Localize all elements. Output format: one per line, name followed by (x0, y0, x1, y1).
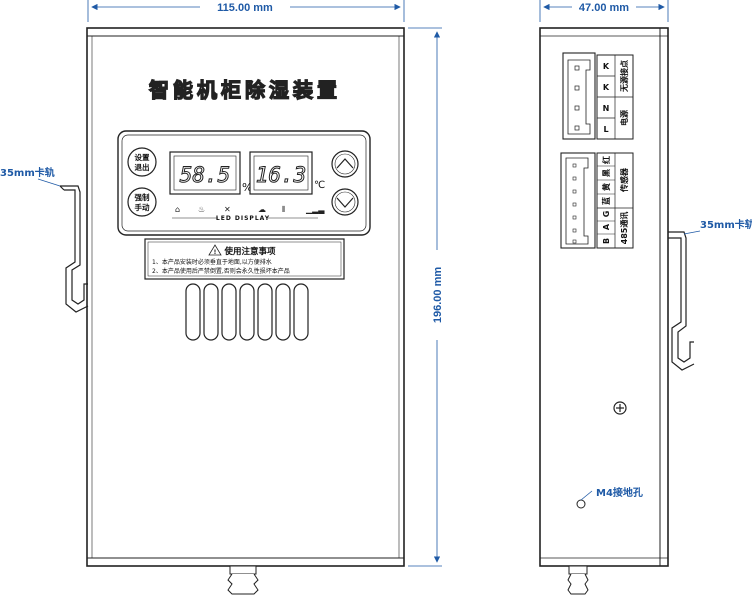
down-button[interactable] (331, 188, 359, 216)
width-dimension-side: 47.00 mm (539, 0, 669, 22)
height-dimension: 196.00 mm (408, 27, 444, 567)
ground-hole-label: M4接地孔 (596, 486, 643, 499)
notice-box: ! 使用注意事项 1、本产品安装时必须垂直于地面,以方便排水 2、本产品使用后严… (144, 238, 345, 280)
status-icon-4: ☁ (258, 205, 266, 214)
terminal-dry-contact: 无源接点 (619, 60, 629, 93)
set-button-line1: 设置 (135, 152, 150, 162)
vent-slots (185, 283, 309, 341)
width-dimension-front: 115.00 mm (87, 0, 405, 22)
up-button[interactable] (331, 150, 359, 178)
wire-black: 黑 (601, 169, 611, 177)
din-rail-clip-side (668, 231, 695, 371)
chevron-up-icon (336, 158, 354, 169)
side-view: 47.00 mm K K N L 无源接点 电源 (539, 0, 752, 595)
humidity-display (169, 151, 241, 195)
sensor-terminal-block: 红 黑 黄 蓝 G A B 传感器 485通讯 (560, 152, 634, 249)
heater-icon: ⦀ (282, 205, 286, 214)
status-icon-2: ♨ (198, 205, 205, 214)
temperature-display (249, 151, 313, 195)
signal-icon: ▁▂▃ (305, 205, 325, 214)
ground-hole (576, 499, 586, 509)
set-button-line2: 退出 (135, 162, 150, 172)
terminal-a: A (602, 223, 611, 230)
notice-line1: 1、本产品安装时必须垂直于地面,以方便排水 (152, 258, 272, 266)
device-title: 智能机柜除湿装置 (149, 78, 341, 102)
led-display-label: LED DISPLAY (216, 215, 270, 222)
rail-label-front: 35mm卡轨 (0, 166, 55, 179)
terminal-power: 电源 (619, 110, 629, 126)
status-icons: ⌂ ♨ ✕ ☁ ⦀ ▁▂▃ (175, 205, 325, 214)
temperature-value: 16.3 (256, 163, 307, 187)
terminal-l: L (603, 125, 608, 134)
tools-icon: ✕ (224, 205, 231, 214)
chevron-down-icon (336, 197, 354, 208)
warning-icon (208, 244, 222, 256)
rail-label-side: 35mm卡轨 (700, 218, 752, 231)
rs485-label: 485通讯 (619, 212, 629, 245)
wire-red: 红 (601, 156, 611, 164)
humidity-value: 58.5 (180, 163, 231, 187)
side-width-label: 47.00 mm (579, 2, 629, 14)
terminal-b: B (602, 238, 611, 244)
terminal-g: G (602, 211, 611, 218)
force-button-line1: 强制 (135, 192, 150, 202)
height-dimension-label: 196.00 mm (432, 267, 444, 323)
notice-title: 使用注意事项 (223, 246, 276, 257)
terminal-k1: K (603, 62, 610, 71)
set-exit-button[interactable]: 设置 退出 (127, 147, 157, 177)
force-button-line2: 手动 (135, 202, 150, 212)
width-dimension-label: 115.00 mm (217, 2, 273, 14)
front-view: 115.00 mm 智能机柜除湿装置 设置 退出 强制 手动 58.5 % (0, 0, 444, 595)
screw-icon (613, 401, 627, 415)
terminal-k2: K (603, 83, 610, 92)
drain-nozzle-front (227, 565, 259, 595)
status-icon-1: ⌂ (175, 205, 180, 214)
drain-nozzle-side (567, 565, 589, 595)
sensor-label: 传感器 (619, 167, 629, 193)
temperature-unit: ℃ (314, 180, 325, 191)
humidity-unit: % (242, 181, 252, 194)
force-manual-button[interactable]: 强制 手动 (127, 187, 157, 217)
svg-text:!: ! (214, 249, 217, 256)
din-rail-clip-front (59, 185, 89, 313)
wire-blue: 蓝 (601, 197, 611, 205)
notice-line2: 2、本产品使用后严禁倒置,否则会永久性损坏本产品 (152, 267, 290, 275)
power-terminal-block: K K N L 无源接点 电源 (562, 52, 634, 140)
wire-yellow: 黄 (601, 183, 611, 191)
terminal-n: N (603, 104, 610, 113)
